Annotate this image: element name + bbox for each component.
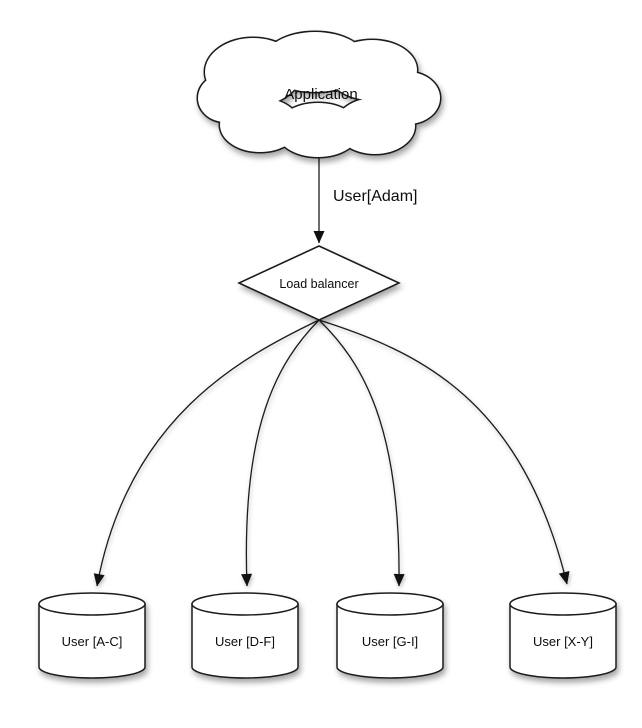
edge-to-shard-x-y bbox=[318, 319, 570, 585]
diamond-shape bbox=[237, 245, 401, 321]
database-label: User [G-I] bbox=[362, 634, 418, 649]
cylinder-body bbox=[509, 603, 617, 679]
cylinder-body bbox=[191, 603, 299, 679]
cylinder-top bbox=[336, 592, 444, 616]
database-cylinder-d-f: User [D-F] bbox=[191, 592, 299, 679]
database-shards: User [A-C] User [D-F] User [G-I] bbox=[38, 592, 617, 679]
request-edge: User[Adam] bbox=[313, 154, 417, 244]
edge-to-shard-a-c bbox=[93, 319, 320, 587]
cloud-fill bbox=[198, 32, 440, 157]
cylinder-top bbox=[509, 592, 617, 616]
application-label: Application bbox=[284, 86, 357, 103]
edge-to-shard-g-i bbox=[318, 319, 405, 587]
request-edge-label: User[Adam] bbox=[333, 188, 417, 205]
database-cylinder-x-y: User [X-Y] bbox=[509, 592, 617, 679]
database-cylinder-g-i: User [G-I] bbox=[336, 592, 444, 679]
edge-to-shard-d-f bbox=[241, 319, 320, 587]
load-balancer-label: Load balancer bbox=[279, 277, 358, 291]
database-label: User [D-F] bbox=[215, 634, 275, 649]
application-cloud: Application bbox=[196, 30, 442, 159]
cylinder-body bbox=[336, 603, 444, 679]
load-balancer-edges bbox=[93, 319, 570, 587]
cylinder-body bbox=[38, 603, 146, 679]
cylinder-top bbox=[191, 592, 299, 616]
database-label: User [A-C] bbox=[62, 634, 123, 649]
cylinder-top bbox=[38, 592, 146, 616]
database-label: User [X-Y] bbox=[533, 634, 593, 649]
load-balancer-diamond: Load balancer bbox=[237, 245, 401, 321]
database-cylinder-a-c: User [A-C] bbox=[38, 592, 146, 679]
